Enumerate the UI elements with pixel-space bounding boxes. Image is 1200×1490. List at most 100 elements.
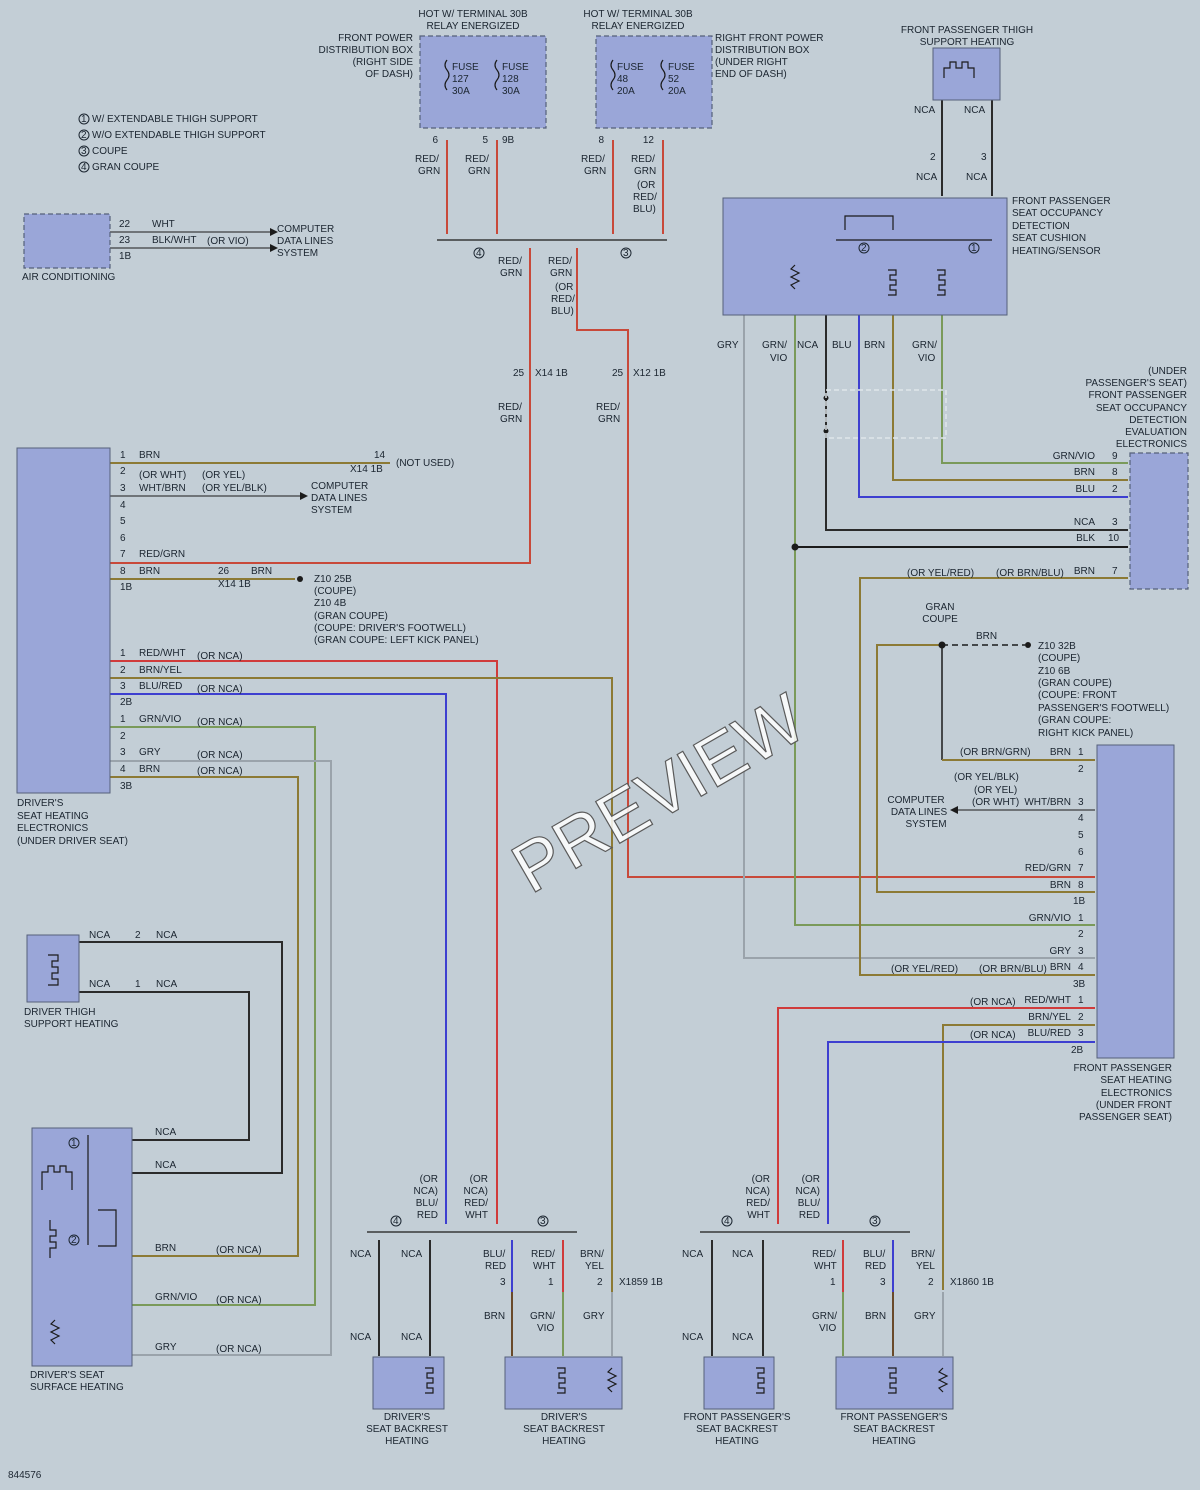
diagram-label: (NOT USED)	[396, 458, 454, 469]
diagram-label: PASSENGER SEAT)	[1079, 1112, 1172, 1123]
diagram-label: NCA	[732, 1332, 753, 1343]
diagram-label: NCA	[916, 172, 937, 183]
diagram-label: GRN	[500, 268, 522, 279]
diagram-label: 3	[880, 1277, 886, 1288]
diagram-label: 2	[1078, 764, 1084, 775]
diagram-label: RED/	[812, 1249, 836, 1260]
heater-element-icon	[49, 1220, 57, 1258]
diagram-label: NCA)	[796, 1186, 820, 1197]
diagram-label: RED/	[551, 294, 575, 305]
diagram-label: RED/	[631, 154, 655, 165]
passenger-seat-heating-electronics	[1096, 744, 1175, 1059]
legend: 1 W/ EXTENDABLE THIGH SUPPORT 2 W/O EXTE…	[78, 113, 266, 173]
wire-thigh-nca-1	[78, 941, 283, 1174]
diagram-label: SEAT HEATING	[1100, 1075, 1172, 1086]
diagram-label: FUSE	[502, 62, 529, 73]
diagram-label: 4	[1078, 962, 1084, 973]
diagram-label: 4	[724, 1216, 730, 1227]
diagram-label: BRN	[484, 1311, 505, 1322]
legend-num: 2	[81, 130, 87, 141]
diagram-label: 1	[1078, 995, 1084, 1006]
diagram-label: FUSE	[452, 62, 479, 73]
diagram-label: Z10 32B	[1038, 641, 1076, 652]
diagram-label: 3	[1078, 946, 1084, 957]
diagram-label: HEATING	[542, 1436, 586, 1447]
wire-occ-blu	[858, 285, 1128, 498]
wire-pass-brn-eval7	[859, 577, 1128, 976]
diagram-label: 3	[120, 747, 126, 758]
diagram-label: WHT	[152, 219, 175, 230]
diagram-label: 2	[928, 1277, 934, 1288]
diagram-label: 30A	[502, 86, 520, 97]
diagram-label: DETECTION	[1129, 415, 1187, 426]
diagram-label: FUSE	[668, 62, 695, 73]
diagram-label: BLU/	[416, 1198, 438, 1209]
diagram-label: BLU/	[863, 1249, 885, 1260]
fpdb-label: FRONT POWER	[338, 33, 413, 44]
diagram-label: BRN	[1074, 566, 1095, 577]
diagram-label: RED/	[415, 154, 439, 165]
diagram-label: 3	[623, 248, 629, 259]
diagram-label: Z10 25B	[314, 574, 352, 585]
diagram-label: RED	[485, 1261, 506, 1272]
diagram-label: X12 1B	[633, 368, 666, 379]
diagram-label: BLU	[1076, 484, 1095, 495]
occupancy-sensor-box	[722, 197, 1008, 316]
diagram-label: 5	[1078, 830, 1084, 841]
diagram-label: GRN	[500, 414, 522, 425]
diagram-label: VIO	[918, 353, 935, 364]
driver-seat-heating-electronics	[16, 447, 111, 794]
wire-thigh-nca-2	[78, 991, 250, 1141]
sensor-switch-icon	[844, 215, 894, 230]
diagram-label: BRN	[1074, 467, 1095, 478]
diagram-label: HEATING	[385, 1436, 429, 1447]
diagram-label: 26	[218, 566, 230, 577]
diagram-label: SEAT BACKREST	[366, 1424, 448, 1435]
diagram-label: YEL	[585, 1261, 604, 1272]
diagram-label: COMPUTER	[311, 481, 368, 492]
diagram-label: BRN	[251, 566, 272, 577]
diagram-label: FUSE	[617, 62, 644, 73]
diagram-label: RED/GRN	[139, 549, 185, 560]
diagram-label: 48	[617, 74, 629, 85]
diagram-label: NCA	[155, 1127, 176, 1138]
diagram-label: RED/GRN	[1025, 863, 1071, 874]
diagram-label: 127	[452, 74, 469, 85]
diagram-label: SEAT OCCUPANCY	[1096, 403, 1187, 414]
wire-occ-brn	[892, 285, 1128, 481]
diagram-label: GRY	[1050, 946, 1072, 957]
diagram-label: VIO	[537, 1323, 554, 1334]
diagram-label: 1	[120, 648, 126, 659]
diagram-label: 2	[120, 466, 126, 477]
diagram-label: VIO	[770, 353, 787, 364]
diagram-label: SEAT BACKREST	[523, 1424, 605, 1435]
diagram-label: (OR NCA)	[970, 997, 1016, 1008]
diagram-label: DRIVER THIGH	[24, 1007, 96, 1018]
backrest-heater-2	[504, 1356, 623, 1410]
diagram-label: (GRAN COUPE)	[1038, 678, 1112, 689]
diagram-label: (GRAN COUPE:	[1038, 715, 1111, 726]
diagram-label: (COUPE)	[314, 586, 356, 597]
diagram-label: NCA)	[464, 1186, 488, 1197]
diagram-label: Z10 4B	[314, 598, 347, 609]
heater-element-icon	[41, 1165, 73, 1190]
fuse-icon	[660, 59, 666, 91]
diagram-label: RED/WHT	[139, 648, 186, 659]
diagram-label: 14	[374, 450, 386, 461]
diagram-label: GRN	[468, 166, 490, 177]
legend-num: 3	[81, 146, 87, 157]
diagram-label: BRN	[1050, 962, 1071, 973]
diagram-label: (OR	[555, 282, 573, 293]
diagram-label: 25	[513, 368, 525, 379]
diagram-label: 1	[135, 979, 141, 990]
fpdb-label: DISTRIBUTION BOX	[319, 45, 414, 56]
diagram-label: RIGHT KICK PANEL)	[1038, 728, 1133, 739]
diagram-label: 1	[71, 1138, 77, 1149]
diagram-label: DATA LINES	[311, 493, 368, 504]
diagram-label: 7	[120, 549, 126, 560]
diagram-label: WHT/BRN	[139, 483, 186, 494]
diagram-label: (OR NCA)	[970, 1030, 1016, 1041]
diagram-label: BRN/	[580, 1249, 604, 1260]
fuse-icon	[494, 59, 500, 91]
diagram-label: WHT	[465, 1210, 488, 1221]
